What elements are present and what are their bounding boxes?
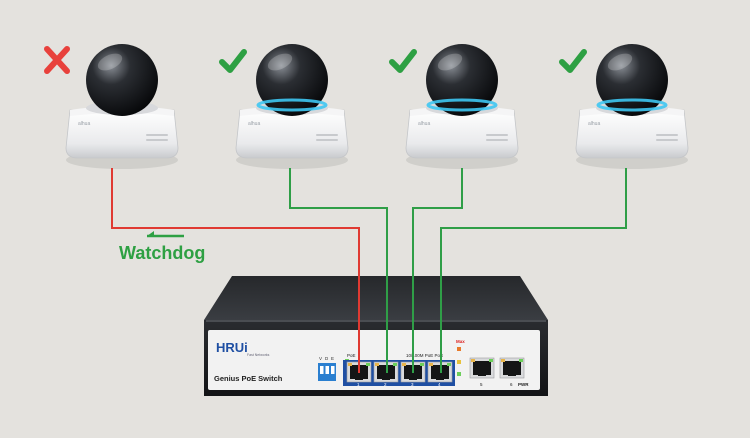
checkmark-icon xyxy=(559,49,587,73)
switch-brand: HRUi xyxy=(216,340,248,355)
checkmark-icon xyxy=(389,49,417,73)
port-5[interactable] xyxy=(469,357,495,379)
camera-3-led-ring xyxy=(426,98,498,112)
port-5-label: 5 xyxy=(480,382,483,387)
camera-1 xyxy=(65,43,179,170)
status-indicator-led xyxy=(457,360,461,364)
pwr-label: PWR xyxy=(518,382,529,387)
dip-label-d: D xyxy=(325,356,329,361)
link-indicator-led xyxy=(457,372,461,376)
port-6[interactable] xyxy=(499,357,525,379)
max-label: Max xyxy=(456,339,465,344)
cable-camera-1 xyxy=(111,168,360,373)
cross-icon xyxy=(44,46,70,74)
poe-switch: HRUi Fast Networks Genius PoE Switch V D… xyxy=(204,276,548,396)
dip-label-e: E xyxy=(331,356,334,361)
camera-2-led-ring xyxy=(256,98,328,112)
cable-camera-4 xyxy=(440,168,627,373)
camera-3 xyxy=(405,43,519,170)
max-indicator-led xyxy=(457,347,461,351)
watchdog-label: Watchdog xyxy=(119,243,205,263)
cable-camera-2 xyxy=(289,168,388,373)
cable-camera-3 xyxy=(412,168,463,373)
port-3-label: 3 xyxy=(411,382,414,387)
dip-switch[interactable]: V D E xyxy=(318,356,336,381)
camera-4-led-ring xyxy=(596,98,668,112)
poe-label: PoE xyxy=(347,353,356,358)
watchdog-arrow xyxy=(147,231,184,238)
port-group-label: 10/100M PoE Port xyxy=(406,353,444,358)
switch-top-panel xyxy=(204,276,548,320)
camera-2 xyxy=(235,43,349,170)
camera-4 xyxy=(575,43,689,170)
port-4-label: 4 xyxy=(438,382,441,387)
port-2-label: 2 xyxy=(384,382,387,387)
dip-label-v: V xyxy=(319,356,322,361)
switch-brand-sub: Fast Networks xyxy=(247,353,270,357)
port-1-label: 1 xyxy=(357,382,360,387)
port-6-label: 6 xyxy=(510,382,513,387)
switch-model: Genius PoE Switch xyxy=(214,374,283,383)
checkmark-icon xyxy=(219,49,247,73)
